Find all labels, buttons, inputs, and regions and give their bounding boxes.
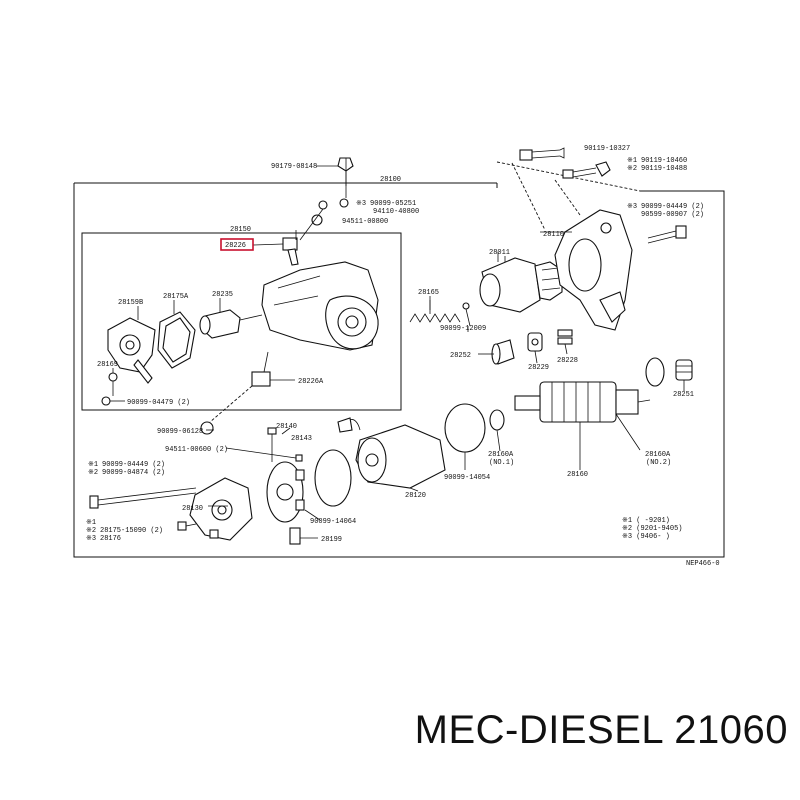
label-90099-04449-a: 90099-04449 (2)	[641, 203, 704, 211]
contact-plate-28159b	[107, 317, 156, 384]
product-caption: MEC-DIESEL 21060	[414, 708, 788, 752]
drive-housing-28110	[540, 209, 633, 331]
label-28229: 28229	[528, 364, 549, 372]
yoke-28120	[337, 417, 446, 489]
bolt-guide-line-1	[511, 162, 546, 231]
label-90099-14054: 90099-14054	[444, 474, 490, 482]
label-94511-a: 94511-00800	[342, 218, 388, 226]
o-ring-90099-14054	[444, 403, 486, 453]
label-28226a: 28226A	[298, 378, 324, 386]
note-3: ※3 (9406- )	[622, 533, 670, 541]
o-ring-90099-14064	[314, 449, 352, 507]
mark-3a: ※3	[356, 200, 366, 208]
part-labels: 90179-08148 28100 90119-10327 ※1 90119-1…	[86, 145, 720, 568]
note-2: ※2 (9201-9405)	[622, 525, 682, 533]
spring-28165	[409, 300, 471, 327]
brush-holder-28140	[266, 427, 305, 523]
washer-28228	[557, 329, 573, 345]
magnetic-switch-housing	[261, 237, 379, 351]
terminal-28169	[101, 372, 125, 406]
label-28110: 28110	[543, 231, 564, 239]
armature-28160	[514, 357, 665, 423]
label-28165: 28165	[418, 289, 439, 297]
label-28160a-no2-sub: (NO.2)	[646, 459, 671, 467]
cap-28199	[289, 527, 301, 545]
label-28150: 28150	[230, 226, 251, 234]
label-28169: 28169	[97, 361, 118, 369]
lead-28226a	[200, 351, 295, 435]
through-bolt-90119-a	[519, 147, 565, 161]
label-28159b: 28159B	[118, 299, 143, 307]
label-90179: 90179-08148	[271, 163, 317, 171]
label-94511-b: 94511-00600 (2)	[165, 446, 228, 454]
gasket-28175a	[157, 311, 196, 369]
label-90099-14064: 90099-14064	[310, 518, 356, 526]
label-28235: 28235	[212, 291, 233, 299]
bearing-28160a-no1	[489, 409, 505, 431]
label-28130: 28130	[182, 505, 203, 513]
label-28160a-no1-sub: (NO.1)	[489, 459, 514, 467]
bolt-90099-04449-right	[647, 225, 687, 244]
mark-3b: ※3	[627, 203, 637, 211]
bearing-28251	[675, 359, 693, 388]
label-90099-06128: 90099-06128	[157, 428, 203, 436]
clutch-28011	[479, 252, 563, 313]
mark-2b: ※2	[88, 469, 98, 477]
mark-1b: ※1	[88, 461, 98, 469]
label-90119-b: 90119-10488	[641, 165, 687, 173]
label-28175a: 28175A	[163, 293, 189, 301]
label-28252: 28252	[450, 352, 471, 360]
through-bolt-90119-b	[562, 161, 611, 179]
label-28100: 28100	[380, 176, 401, 184]
label-28011: 28011	[489, 249, 510, 257]
label-28120: 28120	[405, 492, 426, 500]
solenoid-subassembly-frame	[81, 232, 402, 411]
screw-28175	[177, 521, 197, 531]
label-90119-top: 90119-10327	[584, 145, 630, 153]
label-28160a-no2: 28160A	[645, 451, 671, 459]
bushing-28252	[491, 339, 515, 365]
through-bolt-left	[89, 487, 197, 509]
lever-28229	[527, 332, 543, 352]
bolt-guide-line-2	[554, 179, 581, 216]
label-90099-05251: 90099-05251	[370, 200, 416, 208]
label-90119-a: 90119-10460	[641, 157, 687, 165]
note-1: ※1 ( -9201)	[622, 517, 670, 525]
mark-1c: ※1	[86, 519, 96, 527]
plunger-28235	[199, 309, 263, 339]
label-90599-00907: 90599-00907 (2)	[641, 211, 704, 219]
leader-lines	[112, 158, 685, 539]
mark-3c: ※3	[86, 535, 96, 543]
figure-code: NEP466-0	[686, 560, 720, 568]
mark-1a: ※1	[627, 157, 637, 165]
label-28175: 28175-15090 (2)	[100, 527, 163, 535]
highlight-28226	[220, 238, 254, 251]
terminal-nut-washer	[299, 200, 328, 241]
label-90099-04449-b: 90099-04449 (2)	[102, 461, 165, 469]
label-28251: 28251	[673, 391, 694, 399]
label-90099-04874: 90099-04874 (2)	[102, 469, 165, 477]
label-90099-04479: 90099-04479 (2)	[127, 399, 190, 407]
label-28176: 28176	[100, 535, 121, 543]
label-28143: 28143	[291, 435, 312, 443]
end-frame-28130	[189, 477, 253, 541]
label-28140: 28140	[276, 423, 297, 431]
label-28199: 28199	[321, 536, 342, 544]
label-28228: 28228	[557, 357, 578, 365]
label-28226: 28226	[225, 242, 246, 250]
mark-2a: ※2	[627, 165, 637, 173]
bolt-90179	[316, 157, 354, 208]
label-94110: 94110-40800	[373, 208, 419, 216]
label-28160a-no1: 28160A	[488, 451, 514, 459]
mark-2c: ※2	[86, 527, 96, 535]
label-90099-12009: 90099-12009	[440, 325, 486, 333]
label-28160: 28160	[567, 471, 588, 479]
